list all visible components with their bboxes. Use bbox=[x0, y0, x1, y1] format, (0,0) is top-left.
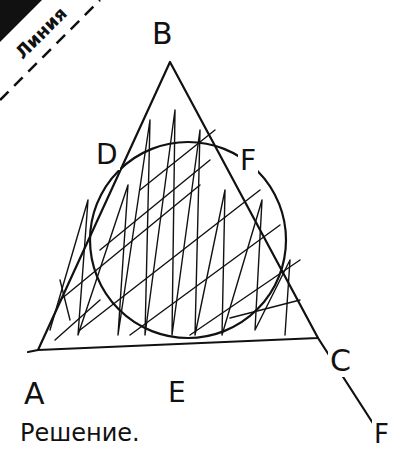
hatching bbox=[50, 110, 300, 340]
heading-note: Решение. bbox=[18, 420, 142, 446]
point-label: A bbox=[22, 378, 47, 410]
point-label: D bbox=[94, 140, 120, 170]
point-label: B bbox=[150, 18, 175, 50]
point-label: C bbox=[328, 345, 353, 377]
base-tick bbox=[28, 350, 38, 352]
dashed-band-line bbox=[0, 0, 100, 100]
triangle-abc bbox=[38, 62, 318, 350]
point-label: F bbox=[372, 420, 391, 448]
point-label: E bbox=[166, 378, 188, 408]
point-label: F bbox=[238, 146, 258, 176]
